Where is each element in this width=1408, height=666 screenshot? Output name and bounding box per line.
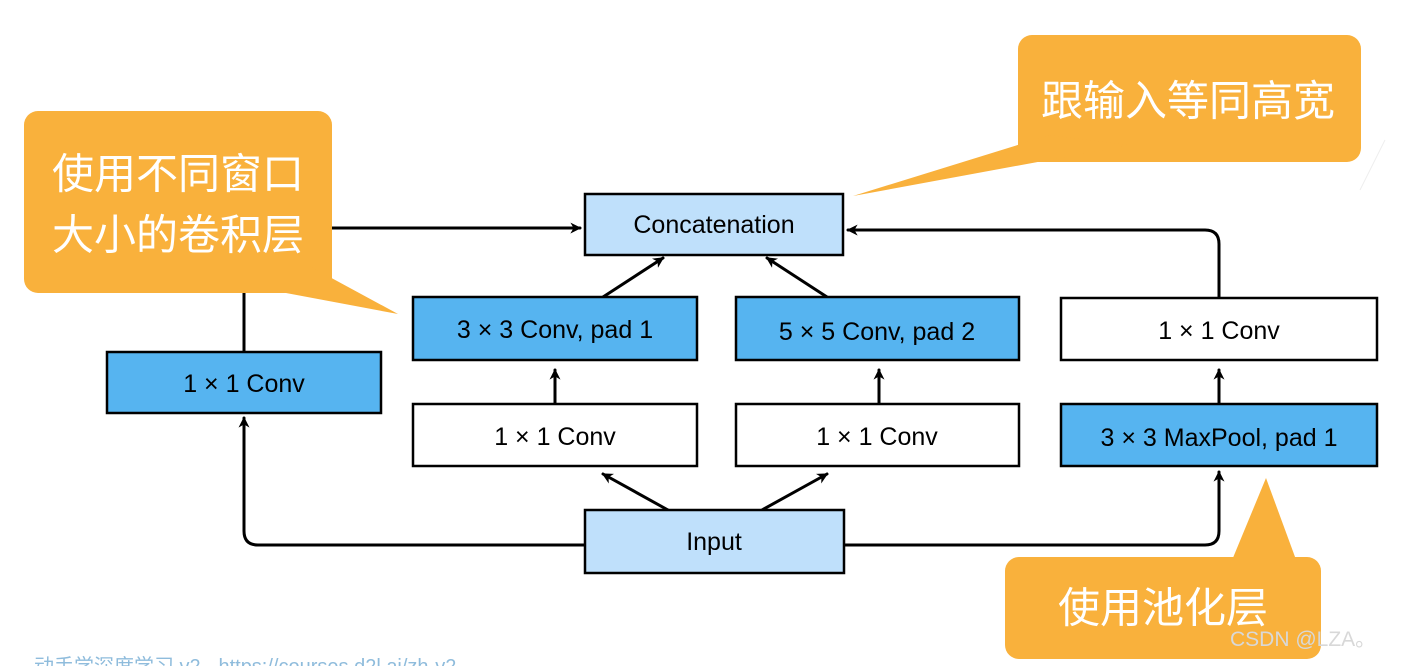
path1-conv1-label: 1 × 1 Conv [183, 370, 305, 398]
callout-left-line2: 大小的卷积层 [52, 211, 304, 260]
callout-top-right: 跟输入等同高宽 [853, 35, 1361, 196]
callout-left-line1: 使用不同窗口 [52, 150, 304, 199]
path3-conv5-node [734, 295, 1021, 362]
callout-top-right-text: 跟输入等同高宽 [1041, 77, 1335, 126]
arrow-path4-to-concat [846, 224, 1221, 300]
callout-bottom-right-text: 使用池化层 [1058, 584, 1268, 633]
path1-conv1-node [105, 350, 383, 415]
arrow-input-to-path2 [601, 472, 670, 512]
callout-left: 使用不同窗口 大小的卷积层 [24, 111, 398, 314]
path3-conv1-node [734, 402, 1021, 468]
watermark-text: CSDN @LZA。 [1230, 628, 1376, 651]
arrow-input-to-path1 [238, 416, 587, 547]
arrow-input-to-path4 [842, 470, 1225, 547]
input-node [583, 508, 846, 575]
input-label: Input [686, 528, 742, 556]
path3-conv1-label: 1 × 1 Conv [816, 423, 938, 451]
footer-link[interactable]: 动手学深度学习 v2 - https://courses.d2l.ai/zh-v… [34, 655, 456, 666]
path3-conv5-label: 5 × 5 Conv, pad 2 [779, 318, 975, 346]
path4-conv1-node [1059, 296, 1379, 362]
concatenation-node [583, 192, 845, 257]
path2-conv3-node [411, 295, 699, 362]
callout-bottom-right: 使用池化层 [1005, 478, 1321, 659]
arrow-path2-to-concat [601, 256, 665, 299]
arrow-input-to-path3 [760, 472, 829, 512]
decorative-line [1359, 139, 1386, 191]
path4-maxpool-node [1059, 402, 1379, 468]
path2-conv3-label: 3 × 3 Conv, pad 1 [457, 316, 653, 344]
path4-conv1-label: 1 × 1 Conv [1158, 317, 1280, 345]
path2-conv1-label: 1 × 1 Conv [494, 423, 616, 451]
arrow-path3-to-concat [765, 256, 829, 299]
concatenation-label: Concatenation [633, 211, 794, 239]
path2-conv1-node [411, 402, 699, 468]
path4-maxpool-label: 3 × 3 MaxPool, pad 1 [1101, 424, 1338, 452]
